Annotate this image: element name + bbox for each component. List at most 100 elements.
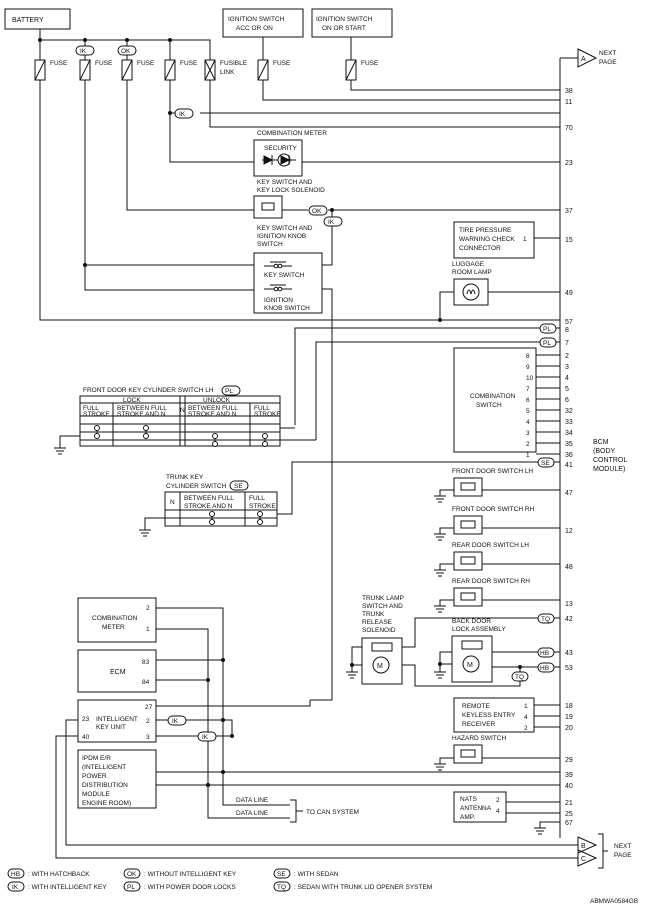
svg-text:KEYLESS ENTRY: KEYLESS ENTRY [462,712,516,719]
svg-text:COMBINATION: COMBINATION [470,393,516,400]
svg-text:70: 70 [565,125,573,132]
svg-text:OK: OK [121,48,131,55]
svg-text:ROOM LAMP: ROOM LAMP [452,269,492,276]
front-door-key-cylinder-switch: FRONT DOOR KEY CYLINDER SWITCH LH PL LOC… [79,385,281,447]
svg-text:IK: IK [202,734,209,741]
svg-text:BETWEEN FULL: BETWEEN FULL [117,405,167,412]
svg-text:PL: PL [543,326,551,333]
svg-text:2: 2 [146,718,150,725]
tag-hb-53: HB [537,662,555,673]
svg-text:M: M [467,662,473,669]
svg-text:MODULE): MODULE) [593,466,625,473]
svg-text:TQ: TQ [515,674,524,681]
svg-text:BCM: BCM [593,439,609,446]
svg-text:POWER: POWER [82,773,107,780]
tag-tq-53: TQ [511,671,529,682]
svg-text:IK: IK [328,219,335,226]
combination-switch-pin: 7 [526,386,530,393]
fuse-on: FUSE [345,59,379,81]
svg-text:2: 2 [146,605,150,612]
svg-text:FUSE: FUSE [180,60,198,67]
tag-pl-7: PL [539,337,557,348]
tag-ik-can-2: IK [197,731,217,742]
svg-text:53: 53 [565,665,573,672]
ecm: ECM 83 84 [77,649,157,693]
svg-text:1: 1 [523,236,527,243]
svg-text:OK: OK [127,871,137,878]
combination-meter: COMBINATION METER 2 1 [77,597,157,643]
svg-text:3: 3 [146,734,150,741]
svg-text:(INTELLIGENT: (INTELLIGENT [82,764,126,771]
svg-text:IGNITION SWITCH: IGNITION SWITCH [316,16,373,23]
svg-text:36: 36 [565,452,573,459]
remote-keyless-entry-receiver: REMOTE KEYLESS ENTRY RECEIVER 1 4 2 [453,697,535,733]
svg-text:LOCK: LOCK [123,397,141,404]
hazard-switch: HAZARD SWITCH [452,735,506,764]
combination-switch: COMBINATION SWITCH [453,347,537,453]
svg-text:REAR DOOR SWITCH LH: REAR DOOR SWITCH LH [452,542,529,549]
svg-text:TRUNK KEY: TRUNK KEY [166,474,204,481]
svg-text:IK: IK [179,111,186,118]
svg-text:HB: HB [540,650,549,657]
svg-text:2: 2 [496,797,500,804]
connector-c: C [577,849,598,867]
tag-se-41: SE [537,457,555,468]
svg-text:67: 67 [565,820,573,827]
svg-text:(BODY: (BODY [593,448,616,455]
connector-a-next-page: A NEXT PAGE [560,48,617,68]
svg-text:CONTROL: CONTROL [593,457,627,464]
svg-text:REMOTE: REMOTE [462,703,490,710]
svg-text:FULL: FULL [83,405,99,412]
svg-text:IGNITION SWITCH: IGNITION SWITCH [228,16,285,23]
svg-text:2: 2 [565,353,569,360]
svg-text:FUSE: FUSE [273,60,291,67]
svg-text:SOLENOID: SOLENOID [362,627,396,634]
svg-text:PL: PL [127,884,135,891]
svg-text:SE: SE [541,460,550,467]
combination-switch-pin: 10 [526,375,534,382]
svg-text:DATA LINE: DATA LINE [236,797,269,804]
svg-text:RELEASE: RELEASE [362,619,393,626]
svg-text:35: 35 [565,441,573,448]
svg-text:DISTRIBUTION: DISTRIBUTION [82,782,128,789]
fuse-acc: FUSE [257,59,291,81]
svg-text:42: 42 [565,616,573,623]
svg-text:TO CAN SYSTEM: TO CAN SYSTEM [306,809,359,816]
svg-text:27: 27 [145,704,153,711]
tag-ik-can-1: IK [167,715,187,726]
svg-text:23: 23 [82,716,90,723]
svg-text:: WITHOUT INTELLIGENT KEY: : WITHOUT INTELLIGENT KEY [144,871,237,878]
fuse-2: FUSE [79,59,113,81]
svg-text:SE: SE [277,871,286,878]
svg-text:KNOB SWITCH: KNOB SWITCH [264,305,310,312]
svg-text:KEY SWITCH AND: KEY SWITCH AND [257,179,313,186]
svg-text:IK: IK [80,48,87,55]
svg-text:FULL: FULL [249,495,265,502]
bcm-label: BCM (BODY CONTROL MODULE) [593,439,627,473]
svg-text:HB: HB [11,871,20,878]
combination-switch-pin: 4 [526,419,530,426]
svg-text:1: 1 [524,703,528,710]
svg-text:13: 13 [565,601,573,608]
svg-text:COMBINATION: COMBINATION [92,615,138,622]
svg-text:84: 84 [142,679,150,686]
svg-text:NEXT: NEXT [614,843,631,850]
svg-text:IK: IK [172,718,179,725]
svg-text:BATTERY: BATTERY [12,17,44,24]
svg-text:4: 4 [524,714,528,721]
svg-text:SE: SE [234,483,243,490]
svg-text:ANTENNA: ANTENNA [460,805,492,812]
back-door-lock-assembly: BACK DOOR LOCK ASSEMBLY M [451,618,506,683]
svg-text:ENGINE ROOM): ENGINE ROOM) [82,800,131,807]
svg-text:BETWEEN FULL: BETWEEN FULL [188,405,238,412]
svg-text:SWITCH: SWITCH [257,241,283,248]
svg-text:12: 12 [565,528,573,535]
nats-antenna-amp: NATS ANTENNA AMP. 2 4 [453,791,507,823]
fusible-link: FUSIBLE LINK [204,59,248,81]
tag-tq-42: TQ [537,613,555,624]
svg-text:1: 1 [146,626,150,633]
svg-text:40: 40 [565,783,573,790]
svg-text:ACC OR ON: ACC OR ON [236,25,273,32]
svg-text:TRUNK LAMP: TRUNK LAMP [362,595,404,602]
